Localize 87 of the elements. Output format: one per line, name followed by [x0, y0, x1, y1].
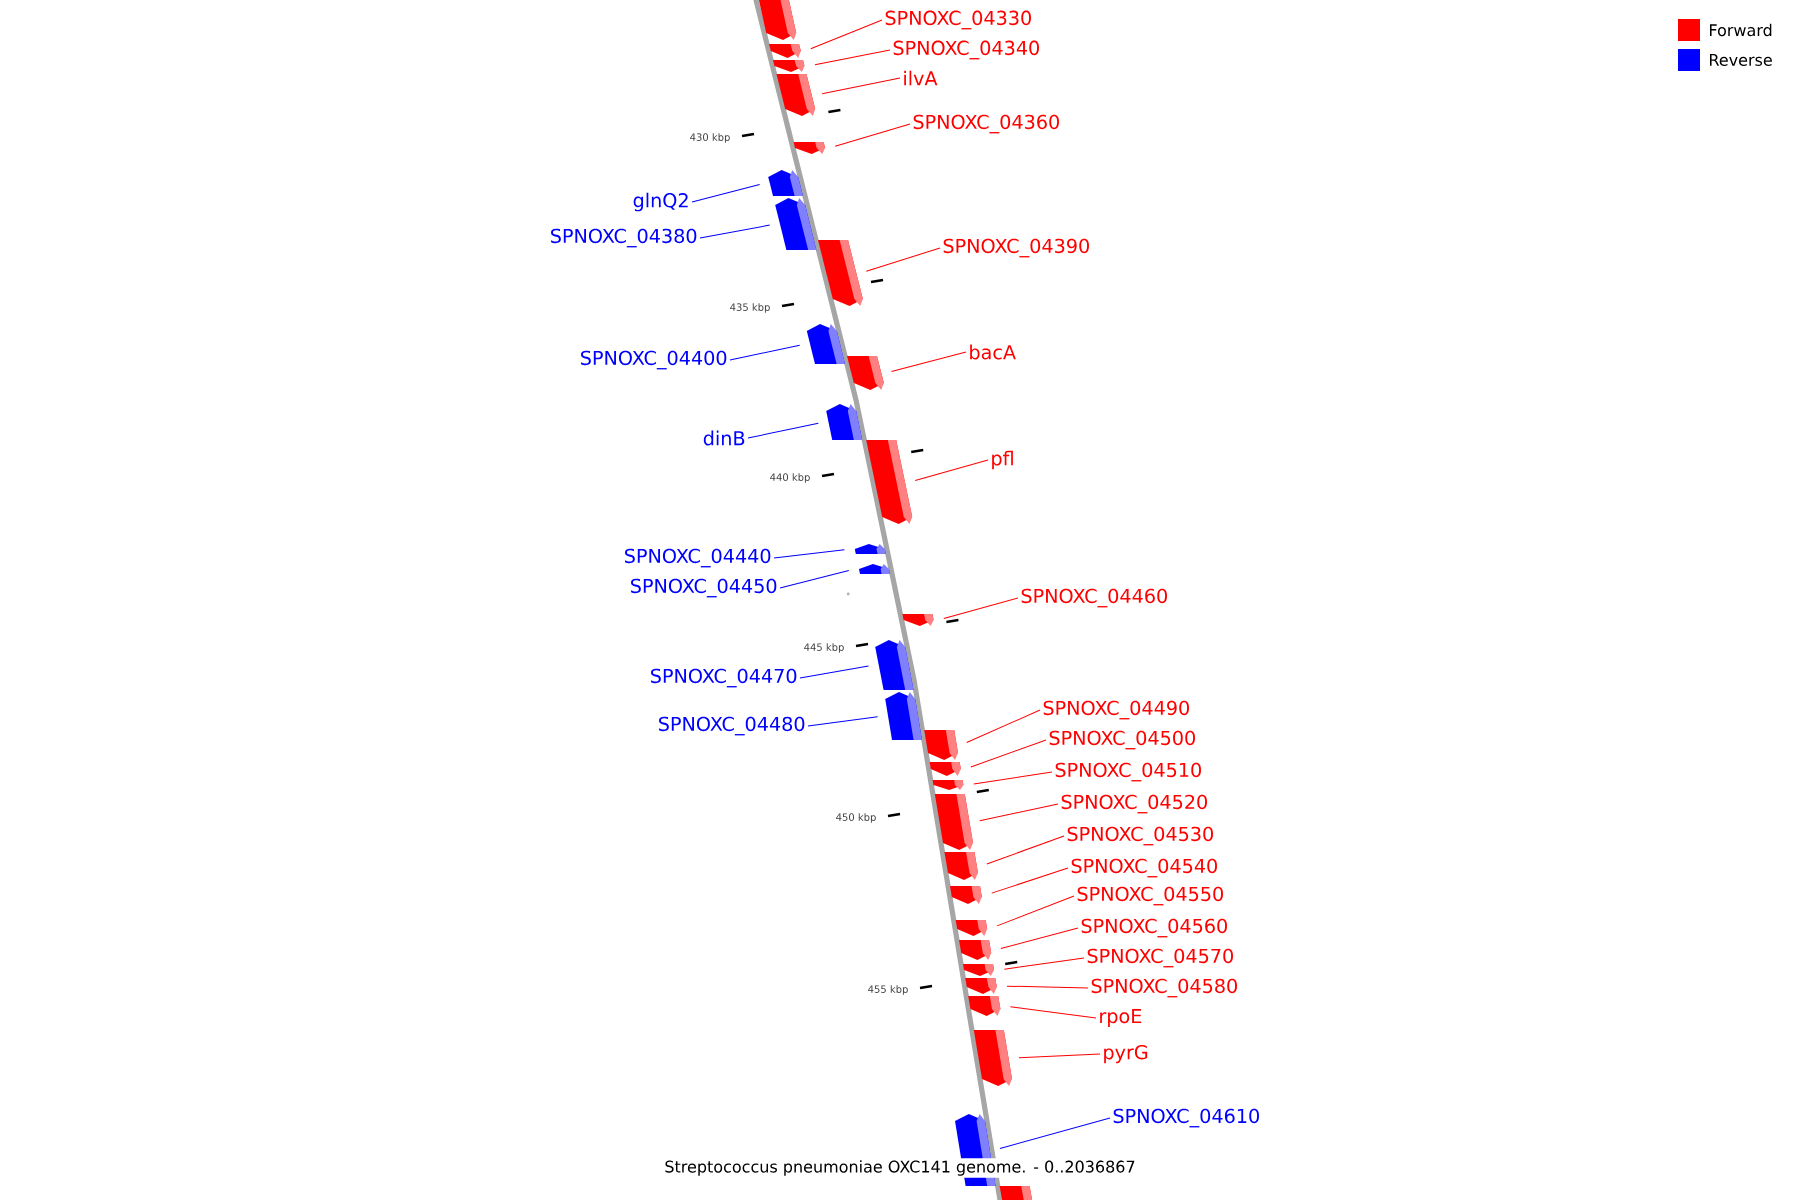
leader-line	[747, 422, 819, 439]
gene-block	[866, 440, 913, 524]
leader-line	[1006, 985, 1089, 989]
gene-label: SPNOXC_04560	[1081, 918, 1227, 938]
gene-label: SPNOXC_04480	[659, 716, 805, 736]
leader-line	[1003, 957, 1085, 970]
gene-block	[847, 356, 884, 390]
leader-line	[973, 771, 1053, 785]
gene-block	[854, 544, 886, 554]
gene-label: SPNOXC_04580	[1091, 978, 1237, 998]
gene-label: SPNOXC_04390	[943, 238, 1089, 258]
leader-line	[814, 49, 891, 66]
gene-block	[965, 978, 997, 994]
gene-label: bacA	[970, 344, 1016, 360]
gene-label: SPNOXC_04550	[1077, 886, 1223, 906]
gene-label: SPNOXC_04470	[651, 668, 797, 688]
leader-line	[979, 803, 1059, 822]
gene-block	[973, 1030, 1012, 1086]
leader-line	[807, 716, 879, 727]
gene-block	[999, 1186, 1033, 1200]
leader-line	[799, 665, 869, 679]
gene-block	[818, 240, 863, 306]
gene-block	[950, 886, 982, 904]
leader-line	[890, 351, 967, 372]
gene-block	[929, 762, 961, 776]
gene-label: pyrG	[1104, 1044, 1148, 1064]
gene-label: SPNOXC_04450	[631, 578, 777, 598]
leader-line	[1000, 927, 1079, 949]
leader-line	[970, 739, 1047, 768]
gene-label: SPNOXC_04330	[885, 10, 1031, 30]
gene-block	[932, 780, 964, 790]
gene-block	[768, 170, 803, 196]
gene-label: SPNOXC_04340	[893, 40, 1039, 60]
gene-block	[968, 996, 1001, 1016]
leader-line	[773, 549, 845, 559]
gene-label: ilvA	[904, 70, 938, 86]
leader-line	[999, 1117, 1111, 1149]
gene-label: SPNOXC_04490	[1043, 700, 1189, 720]
gene-label: SPNOXC_04380	[551, 228, 697, 248]
leader-line	[865, 247, 941, 272]
legend-label: Reverse	[1710, 54, 1772, 66]
gene-label: rpoE	[1100, 1009, 1142, 1027]
gene-block	[826, 404, 863, 440]
leader-line	[914, 459, 989, 481]
caption: Streptococcus pneumoniae OXC141 genome. - 0..2036867	[662, 1158, 1138, 1178]
leader-line	[779, 570, 850, 589]
gene-block	[875, 640, 914, 690]
leader-line	[691, 184, 761, 203]
gene-block	[859, 564, 890, 574]
leader-line	[1018, 1053, 1101, 1059]
gene-label: SPNOXC_04540	[1071, 858, 1217, 878]
leader-line	[834, 123, 911, 147]
leader-line	[943, 597, 1019, 619]
gene-block	[944, 852, 978, 880]
gene-block	[885, 692, 922, 740]
leader-line	[1009, 1006, 1097, 1019]
leader-line	[699, 224, 771, 239]
leader-line	[810, 19, 883, 50]
gene-label: SPNOXC_04440	[625, 548, 771, 568]
leader-line	[986, 835, 1065, 865]
gene-label: SPNOXC_04520	[1061, 794, 1207, 814]
gene-label: SPNOXC_04400	[581, 350, 727, 370]
gene-label: SPNOXC_04360	[913, 114, 1059, 134]
gene-label: dinB	[703, 430, 745, 446]
gene-label: pfl	[992, 450, 1013, 470]
gene-block	[955, 920, 988, 936]
gene-label: SPNOXC_04610	[1113, 1108, 1259, 1128]
gene-block	[806, 324, 845, 364]
gene-block	[769, 44, 801, 58]
gene-label: SPNOXC_04570	[1087, 948, 1233, 968]
leader-line	[729, 344, 801, 361]
legend-label: Forward	[1710, 23, 1772, 37]
gene-label: SPNOXC_04460	[1021, 588, 1167, 608]
leader-line	[996, 895, 1075, 927]
gene-block	[773, 60, 805, 72]
gene-block	[793, 142, 825, 154]
gene-block	[902, 614, 934, 626]
leader-line	[821, 77, 901, 95]
gene-label: SPNOXC_04500	[1049, 730, 1195, 750]
gene-label: SPNOXC_04530	[1067, 826, 1213, 846]
gene-label: SPNOXC_04510	[1055, 762, 1201, 782]
leader-line	[991, 867, 1069, 894]
leader-line	[966, 709, 1041, 744]
gene-block	[963, 964, 994, 976]
gene-block	[959, 940, 992, 960]
gene-label: glnQ2	[633, 192, 688, 212]
gene-block	[758, 0, 797, 40]
